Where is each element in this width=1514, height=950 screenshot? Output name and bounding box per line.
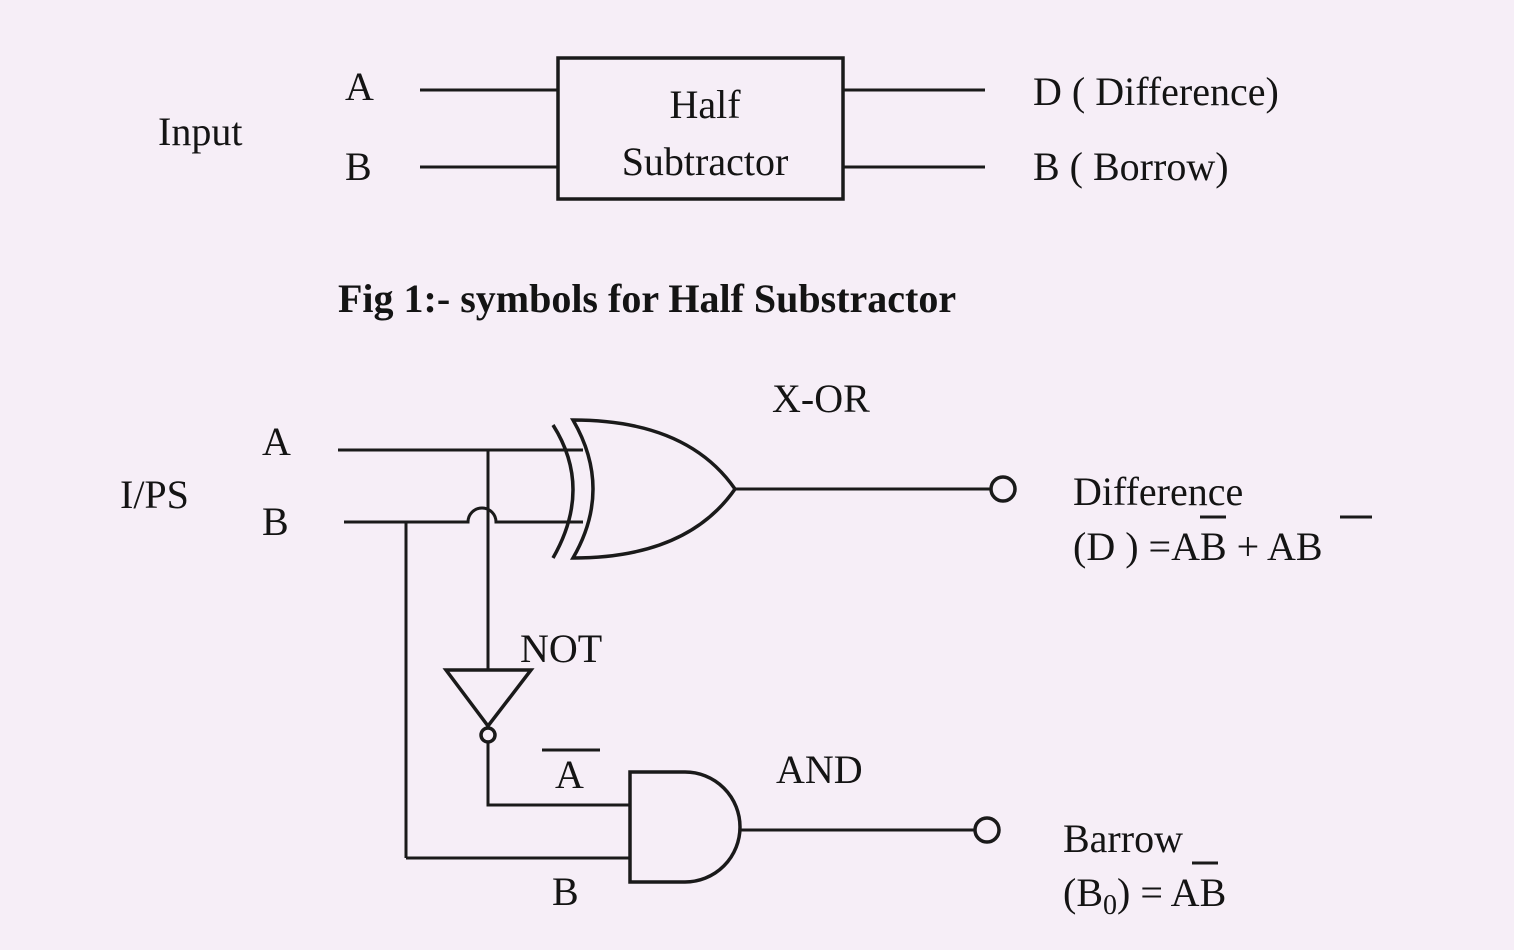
block-title-line2: Subtractor [622, 139, 789, 184]
borrow-eq-mid: ) = [1117, 870, 1171, 915]
borrow-output-terminal [973, 816, 1001, 844]
difference-eq-bbar: B [1296, 524, 1323, 569]
difference-eq-plus: + [1227, 524, 1267, 569]
not-gate-bubble [479, 726, 497, 744]
difference-equation: (D ) =AB + AB [1073, 524, 1323, 569]
circuit-input-b-label: B [262, 499, 289, 544]
difference-eq-b: B [1200, 524, 1227, 569]
borrow-eq-open: (B [1063, 870, 1103, 915]
block-output-difference-label: D ( Difference) [1033, 69, 1279, 114]
difference-eq-a: A [1267, 524, 1296, 569]
difference-eq-prefix: (D ) = [1073, 524, 1171, 569]
circuit-input-a-label: A [262, 419, 291, 464]
difference-label: Difference [1073, 469, 1243, 514]
borrow-label: Barrow [1063, 816, 1183, 861]
borrow-eq-subscript: 0 [1103, 890, 1117, 921]
xor-gate [569, 418, 738, 560]
half-subtractor-block [556, 56, 845, 201]
not-gate [442, 668, 535, 729]
borrow-equation: (B0) = AB [1063, 870, 1226, 921]
block-input-a-label: A [345, 64, 374, 109]
abar-label: A [555, 752, 584, 797]
and-gate [628, 770, 742, 884]
borrow-eq-b: B [1200, 870, 1227, 915]
difference-output-terminal [989, 475, 1017, 503]
inputs-label: I/PS [120, 472, 189, 517]
xor-label: X-OR [772, 376, 870, 421]
not-label: NOT [520, 626, 602, 671]
abar-to-and-wire [486, 742, 633, 807]
and-label: AND [776, 747, 863, 792]
fig1-block-diagram: Input A B Half Subtractor D ( Difference… [158, 56, 1279, 321]
fig1-caption: Fig 1:- symbols for Half Substractor [338, 276, 956, 321]
xor-input-arc [551, 424, 575, 559]
block-input-b-label: B [345, 144, 372, 189]
input-label: Input [158, 109, 242, 154]
input-b-wire [344, 506, 583, 524]
and-b-input-label: B [552, 869, 579, 914]
difference-eq-abar: A [1171, 524, 1200, 569]
block-title-line1: Half [669, 82, 741, 127]
borrow-eq-abar: A [1171, 870, 1200, 915]
block-output-borrow-label: B ( Borrow) [1033, 144, 1229, 189]
fig2-logic-circuit: I/PS A B X-OR NOT A AND B [120, 376, 1372, 921]
